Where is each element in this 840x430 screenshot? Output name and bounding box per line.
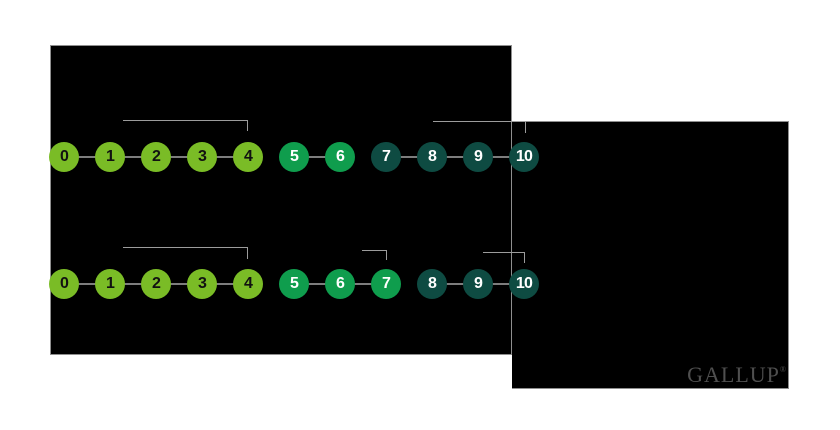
row2-bracket-1-4 bbox=[123, 247, 248, 259]
row2-bracket-6-7 bbox=[362, 250, 387, 260]
gallup-logo-text: GALLUP bbox=[687, 362, 780, 387]
row1-connector-high-group bbox=[386, 156, 524, 158]
row2-point-9: 9 bbox=[463, 269, 493, 299]
row1-point-2: 2 bbox=[141, 142, 171, 172]
row2-bracket-9-10 bbox=[483, 252, 525, 263]
row1-point-1: 1 bbox=[95, 142, 125, 172]
row1-point-8: 8 bbox=[417, 142, 447, 172]
row2-point-8: 8 bbox=[417, 269, 447, 299]
row1-point-10: 10 bbox=[509, 142, 539, 172]
row2-point-4: 4 bbox=[233, 269, 263, 299]
row1-point-7: 7 bbox=[371, 142, 401, 172]
left-panel bbox=[50, 45, 512, 355]
row1-point-3: 3 bbox=[187, 142, 217, 172]
row2-point-2: 2 bbox=[141, 269, 171, 299]
row2-point-10: 10 bbox=[509, 269, 539, 299]
gallup-logo: GALLUP® bbox=[687, 364, 786, 386]
row2-point-5: 5 bbox=[279, 269, 309, 299]
row2-point-0: 0 bbox=[49, 269, 79, 299]
row2-point-7: 7 bbox=[371, 269, 401, 299]
row1-bracket-1-4 bbox=[123, 120, 248, 131]
row1-point-9: 9 bbox=[463, 142, 493, 172]
row1-point-4: 4 bbox=[233, 142, 263, 172]
row2-point-1: 1 bbox=[95, 269, 125, 299]
row1-bracket-8-10 bbox=[433, 121, 526, 133]
row1-connector-mid-group bbox=[294, 156, 340, 158]
row1-point-5: 5 bbox=[279, 142, 309, 172]
row1-point-6: 6 bbox=[325, 142, 355, 172]
row2-point-6: 6 bbox=[325, 269, 355, 299]
right-panel: GALLUP® bbox=[512, 121, 789, 389]
registered-mark: ® bbox=[779, 365, 786, 374]
row1-point-0: 0 bbox=[49, 142, 79, 172]
row2-point-3: 3 bbox=[187, 269, 217, 299]
